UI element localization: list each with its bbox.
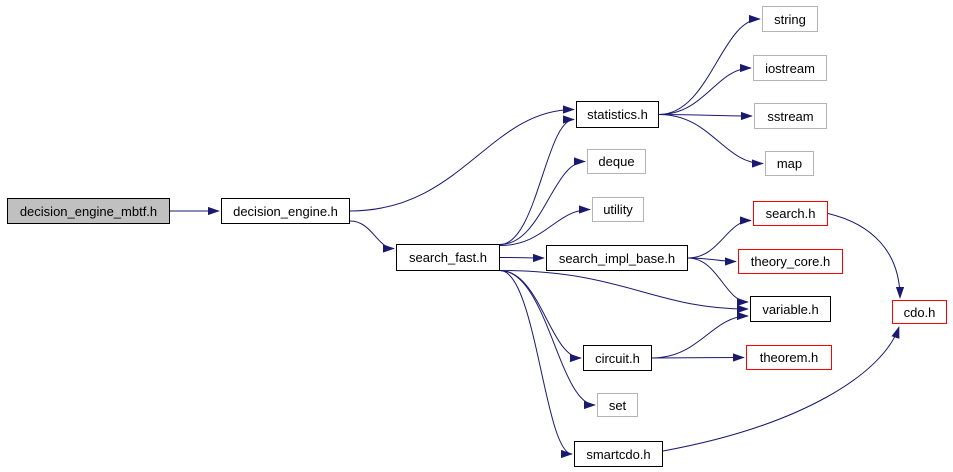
graph-node-string[interactable]: string [762, 6, 818, 32]
edge-statistics.h-to-iostream [658, 63, 752, 115]
graph-node-decision_engine_mbtf.h[interactable]: decision_engine_mbtf.h [7, 198, 170, 224]
edge-decision_engine.h-to-search_fast.h [349, 220, 395, 253]
graph-node-theory_core.h[interactable]: theory_core.h [738, 249, 843, 274]
graph-node-variable.h[interactable]: variable.h [750, 296, 831, 322]
graph-node-search_impl_base.h[interactable]: search_impl_base.h [546, 245, 688, 271]
edge-search.h-to-cdo.h [827, 213, 905, 299]
graph-node-map[interactable]: map [765, 151, 814, 176]
graph-node-cdo.h[interactable]: cdo.h [892, 300, 947, 324]
graph-node-theorem.h[interactable]: theorem.h [746, 345, 832, 370]
edge-statistics.h-to-string [658, 14, 761, 115]
graph-node-decision_engine.h[interactable]: decision_engine.h [221, 198, 350, 224]
edge-decision_engine.h-to-statistics.h [349, 105, 575, 212]
edge-search_fast.h-to-search_impl_base.h [499, 253, 545, 263]
edge-search_impl_base.h-to-search.h [687, 216, 752, 259]
edge-search_fast.h-to-set [499, 270, 596, 410]
graph-node-set[interactable]: set [597, 393, 638, 417]
edge-search_fast.h-to-deque [499, 157, 586, 245]
graph-node-statistics.h[interactable]: statistics.h [576, 101, 659, 128]
edge-search_fast.h-to-smartcdo.h [499, 270, 573, 459]
edge-search_fast.h-to-statistics.h [499, 115, 575, 245]
graph-node-circuit.h[interactable]: circuit.h [583, 345, 652, 371]
edge-search_fast.h-to-variable.h [499, 270, 749, 314]
graph-node-deque[interactable]: deque [587, 149, 646, 174]
graph-node-sstream[interactable]: sstream [754, 103, 827, 129]
edge-statistics.h-to-map [658, 114, 764, 168]
edge-search_impl_base.h-to-variable.h [687, 257, 749, 307]
graph-node-search.h[interactable]: search.h [753, 201, 828, 226]
graph-node-search_fast.h[interactable]: search_fast.h [396, 244, 500, 271]
graph-node-utility[interactable]: utility [592, 197, 644, 222]
edge-statistics.h-to-sstream [658, 111, 753, 121]
edge-smartcdo.h-to-cdo.h [662, 326, 900, 452]
edge-search_fast.h-to-circuit.h [499, 270, 582, 363]
graph-node-iostream[interactable]: iostream [753, 55, 827, 81]
edge-circuit.h-to-variable.h [651, 311, 749, 359]
edge-search_fast.h-to-utility [499, 205, 591, 246]
graph-node-smartcdo.h[interactable]: smartcdo.h [574, 441, 663, 467]
edge-circuit.h-to-theorem.h [651, 353, 745, 362]
